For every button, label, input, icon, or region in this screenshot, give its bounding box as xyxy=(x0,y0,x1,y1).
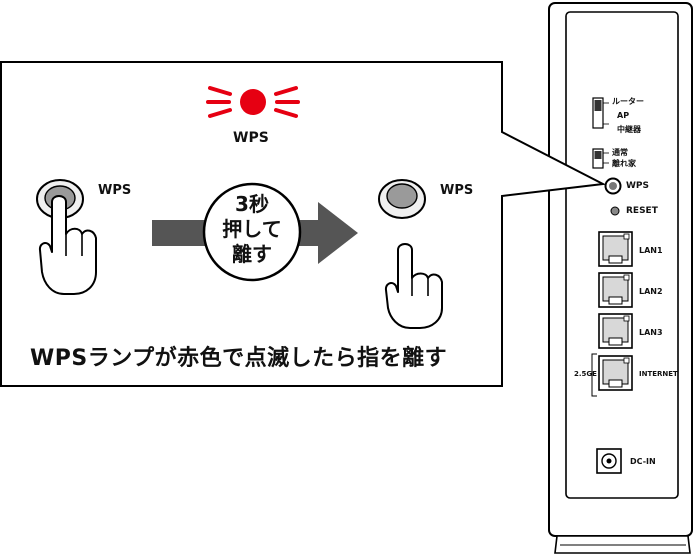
bubble-line-3: 離す xyxy=(232,242,272,266)
right-button-label: WPS xyxy=(440,183,474,198)
port-label-lan3: LAN3 xyxy=(639,328,663,337)
ethernet-ports xyxy=(598,231,633,391)
released-hand-icon xyxy=(378,179,443,329)
port-label-lan1: LAN1 xyxy=(639,246,663,255)
pressing-hand-icon xyxy=(36,179,97,295)
lamp-label: WPS xyxy=(233,130,269,146)
location-option-detached: 離れ家 xyxy=(612,159,636,168)
mode-option-router: ルーター xyxy=(612,97,644,106)
port-lan1[interactable] xyxy=(598,231,633,267)
blinking-lamp-icon xyxy=(206,86,300,118)
location-option-normal: 通常 xyxy=(612,148,628,157)
port-label-internet: INTERNET xyxy=(639,370,678,378)
reset-button[interactable] xyxy=(609,205,621,217)
port-lan3[interactable] xyxy=(598,313,633,349)
port-internet[interactable] xyxy=(598,355,633,391)
instruction-caption: WPSランプが赤色で点滅したら指を離す xyxy=(30,346,448,371)
reset-label: RESET xyxy=(626,206,658,216)
mode-option-repeater: 中継器 xyxy=(617,125,641,134)
instruction-bubble xyxy=(202,182,302,282)
mode-switch[interactable] xyxy=(592,97,612,131)
power-label: DC-IN xyxy=(630,457,656,466)
bubble-line-1: 3秒 xyxy=(235,192,269,216)
port-speed-label: 2.5GE xyxy=(574,370,597,378)
dc-in-port[interactable] xyxy=(596,448,622,474)
port-label-lan2: LAN2 xyxy=(639,287,663,296)
location-switch[interactable] xyxy=(592,148,612,170)
router-wps-label: WPS xyxy=(626,181,650,191)
mode-option-ap: AP xyxy=(617,111,630,120)
left-button-label: WPS xyxy=(98,183,132,198)
speed-bracket xyxy=(591,353,597,397)
port-lan2[interactable] xyxy=(598,272,633,308)
router-wps-button[interactable] xyxy=(603,176,623,196)
bubble-line-2: 押して xyxy=(222,217,282,241)
